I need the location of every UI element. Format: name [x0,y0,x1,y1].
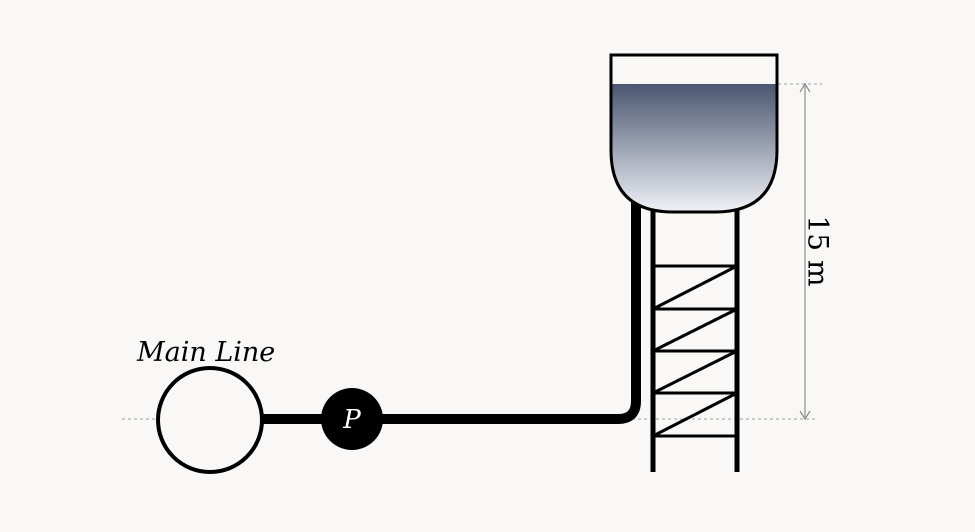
main-line-circle [156,366,264,474]
tank-water [611,84,777,212]
height-label: 15 m [802,215,835,286]
pump-circle [321,388,383,450]
water-tank [609,53,779,214]
height-dimension-arrow [799,83,811,420]
delivery-pipe [262,200,641,424]
main-line-label: Main Line [136,337,275,368]
pump-label: P [342,405,361,435]
tower-structure [650,210,740,472]
